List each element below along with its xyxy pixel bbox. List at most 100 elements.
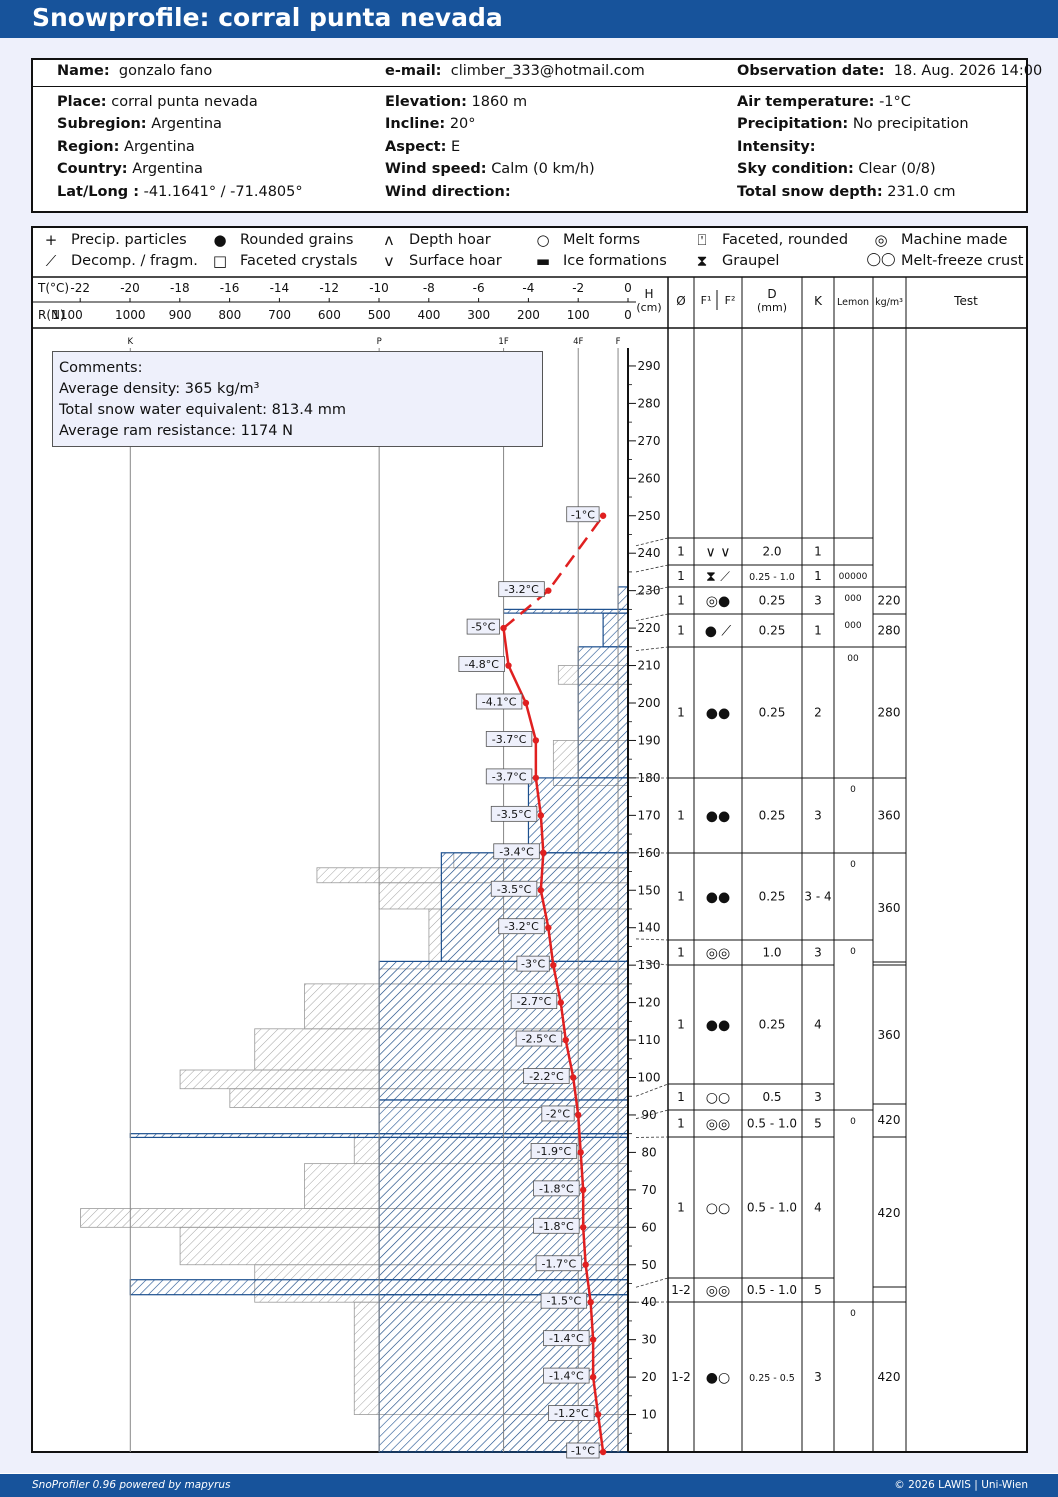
temperature-label-box [510,993,558,1009]
layer-density: 360 [878,809,901,823]
temperature-label-box [533,1180,580,1197]
layer-grain-icon: ◎◎ [706,1117,730,1133]
layer-connector [635,646,669,651]
layer-connector [635,1277,669,1288]
legend-label: Faceted, rounded [722,232,849,248]
temperature-point [550,961,557,969]
temperature-label: -3.7°C [492,733,527,746]
temperature-point [599,1448,607,1456]
info-col1-row: Place: corral punta nevada [57,94,258,110]
h-tick-label: 120 [638,996,661,1010]
layer-lemon: 0 [850,1309,856,1319]
layer-grain-icon: ○○ [706,1090,730,1106]
legend-label: Decomp. / fragm. [71,253,198,269]
h-tick-label: 210 [638,659,661,673]
layer-hardness: 1 [814,569,822,583]
info-value: Argentina [151,116,222,133]
h-axis-unit: (cm) [636,301,661,314]
t-tick-label: -8 [423,281,435,295]
layer-size: 1 [677,890,685,904]
legend-label: Machine made [901,232,1008,248]
info-value: Clear (0/8) [858,161,936,178]
h-tick-label: 20 [641,1370,656,1384]
layer-connector [635,1083,669,1097]
info-label: Sky condition: [737,161,854,178]
legend-label: Faceted crystals [240,253,358,269]
temperature-label-box [485,768,533,785]
info-label: Region: [57,138,120,155]
temperature-label: -1.9°C [537,1145,572,1158]
temperature-label-box [566,1442,600,1459]
title-bar: Snowprofile: corral punta nevada [0,0,1058,38]
layer-lemon: 00 [847,654,859,664]
info-label: Total snow depth: [737,183,883,200]
t-tick-label: 0 [624,281,632,295]
t-tick-label: -12 [319,281,339,295]
layer-hardness: 5 [814,1117,822,1131]
h-tick-label: 100 [638,1071,661,1085]
legend-label: Depth hoar [409,232,491,248]
info-col2-row: Aspect: E [385,139,460,155]
hand-hardness-label: 1F [498,337,508,347]
f2-header: F² [725,294,736,307]
temperature-point [522,699,530,707]
info-col2-row: Incline: 20° [385,116,476,132]
layer-grain-size: 0.5 [762,1090,781,1104]
h-tick-label: 250 [638,509,661,523]
size-header: Ø [676,294,685,308]
layer-lemon: 0 [850,947,856,957]
r-axis-label: R(N) [38,308,65,322]
layer-connector [635,564,669,573]
temperature-label-box [543,1330,590,1347]
temperature-point [579,1186,587,1194]
layer-grain-size: 0.5 - 1.0 [747,1117,797,1131]
layer-grain-icon: ◎● [706,594,730,610]
temperature-label-box [498,918,545,935]
t-tick-label: -18 [170,281,190,295]
layer-size: 1-2 [671,1370,691,1384]
info-value: No precipitation [852,116,969,133]
r-tick-label: 900 [169,308,192,322]
t-tick-label: -10 [369,281,389,295]
temperature-point [589,1336,597,1343]
temperature-label: -3.2°C [504,583,539,596]
temperature-label-box [530,1143,578,1159]
surface-hoar-icon: v [384,252,394,270]
h-tick-label: 50 [641,1258,656,1272]
r-tick-label: 100 [567,308,590,322]
layer-density: 280 [878,706,901,720]
name-value: gonzalo fano [118,63,213,79]
layer-grain-size: 0.25 [759,706,786,720]
r-tick-label: 700 [268,308,291,322]
lemon-header: Lemon [837,297,869,308]
r-tick-label: 1100 [52,308,83,322]
temperature-label-box [490,880,538,897]
temperature-label-box [493,843,540,860]
info-value: -41.1641° / -71.4805° [143,183,303,200]
info-col2-row: Elevation: 1860 m [385,94,527,110]
temperature-point [532,737,540,744]
temperature-label: -1.8°C [539,1220,574,1233]
info-box [31,58,1028,213]
layer-connector [635,586,669,595]
h-tick-label: 190 [638,733,661,747]
info-col1-row: Country: Argentina [57,161,203,177]
layer-lemon: 000 [844,594,861,604]
h-tick-label: 10 [641,1408,656,1422]
layer-hardness: 3 [814,1370,822,1384]
h-tick-label: 90 [641,1108,656,1122]
hand-hardness-bar [602,612,629,648]
density-header: kg/m³ [875,297,903,308]
r-tick-label: 0 [624,308,632,322]
info-label: Lat/Long : [57,183,140,200]
t-tick-label: -16 [220,281,240,295]
info-label: Place: [57,94,107,110]
temperature-label: -3.4°C [499,845,534,858]
temperature-label: -2.7°C [517,995,552,1008]
info-label: Wind speed: [385,161,487,178]
info-col3-row: Intensity: [737,139,820,155]
layer-grain-icon: ◎◎ [706,1283,730,1299]
temperature-point [532,774,540,782]
h-tick-label: 60 [641,1220,656,1234]
info-col3-row: Precipitation: No precipitation [737,116,969,132]
